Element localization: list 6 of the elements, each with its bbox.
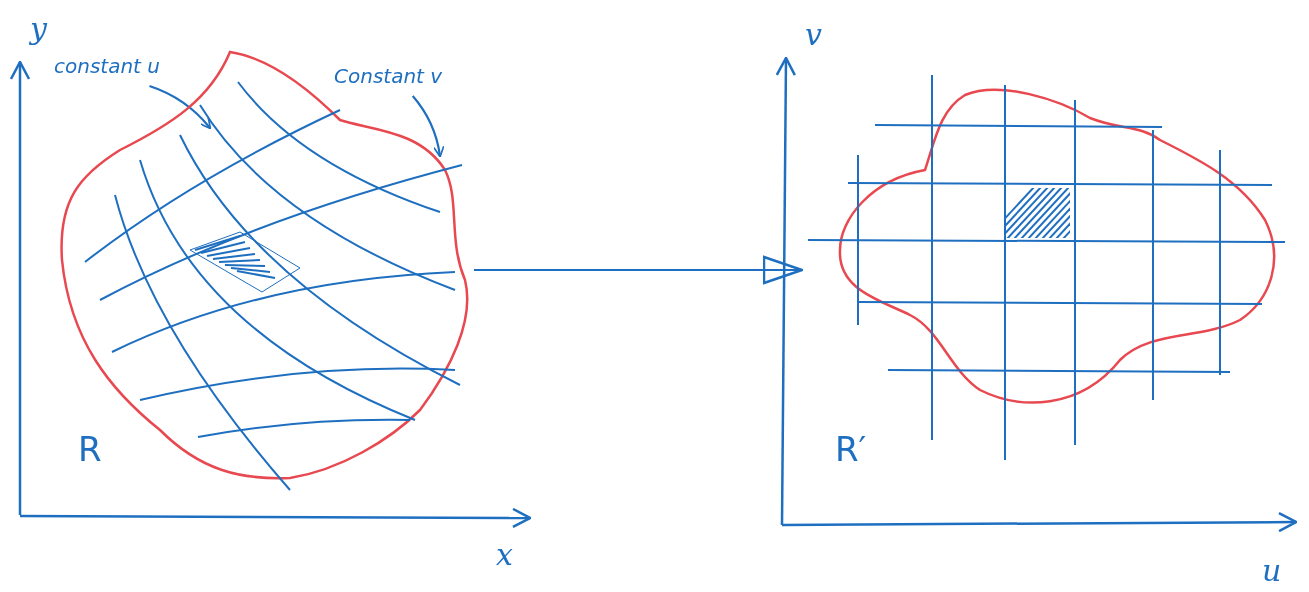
axis-label: x	[496, 540, 513, 570]
mapping-arrow	[474, 255, 804, 285]
axis-label: u	[1262, 556, 1282, 586]
region-label: R′	[835, 432, 867, 466]
axis-label: y	[30, 14, 47, 44]
axis-label: v	[805, 20, 822, 50]
